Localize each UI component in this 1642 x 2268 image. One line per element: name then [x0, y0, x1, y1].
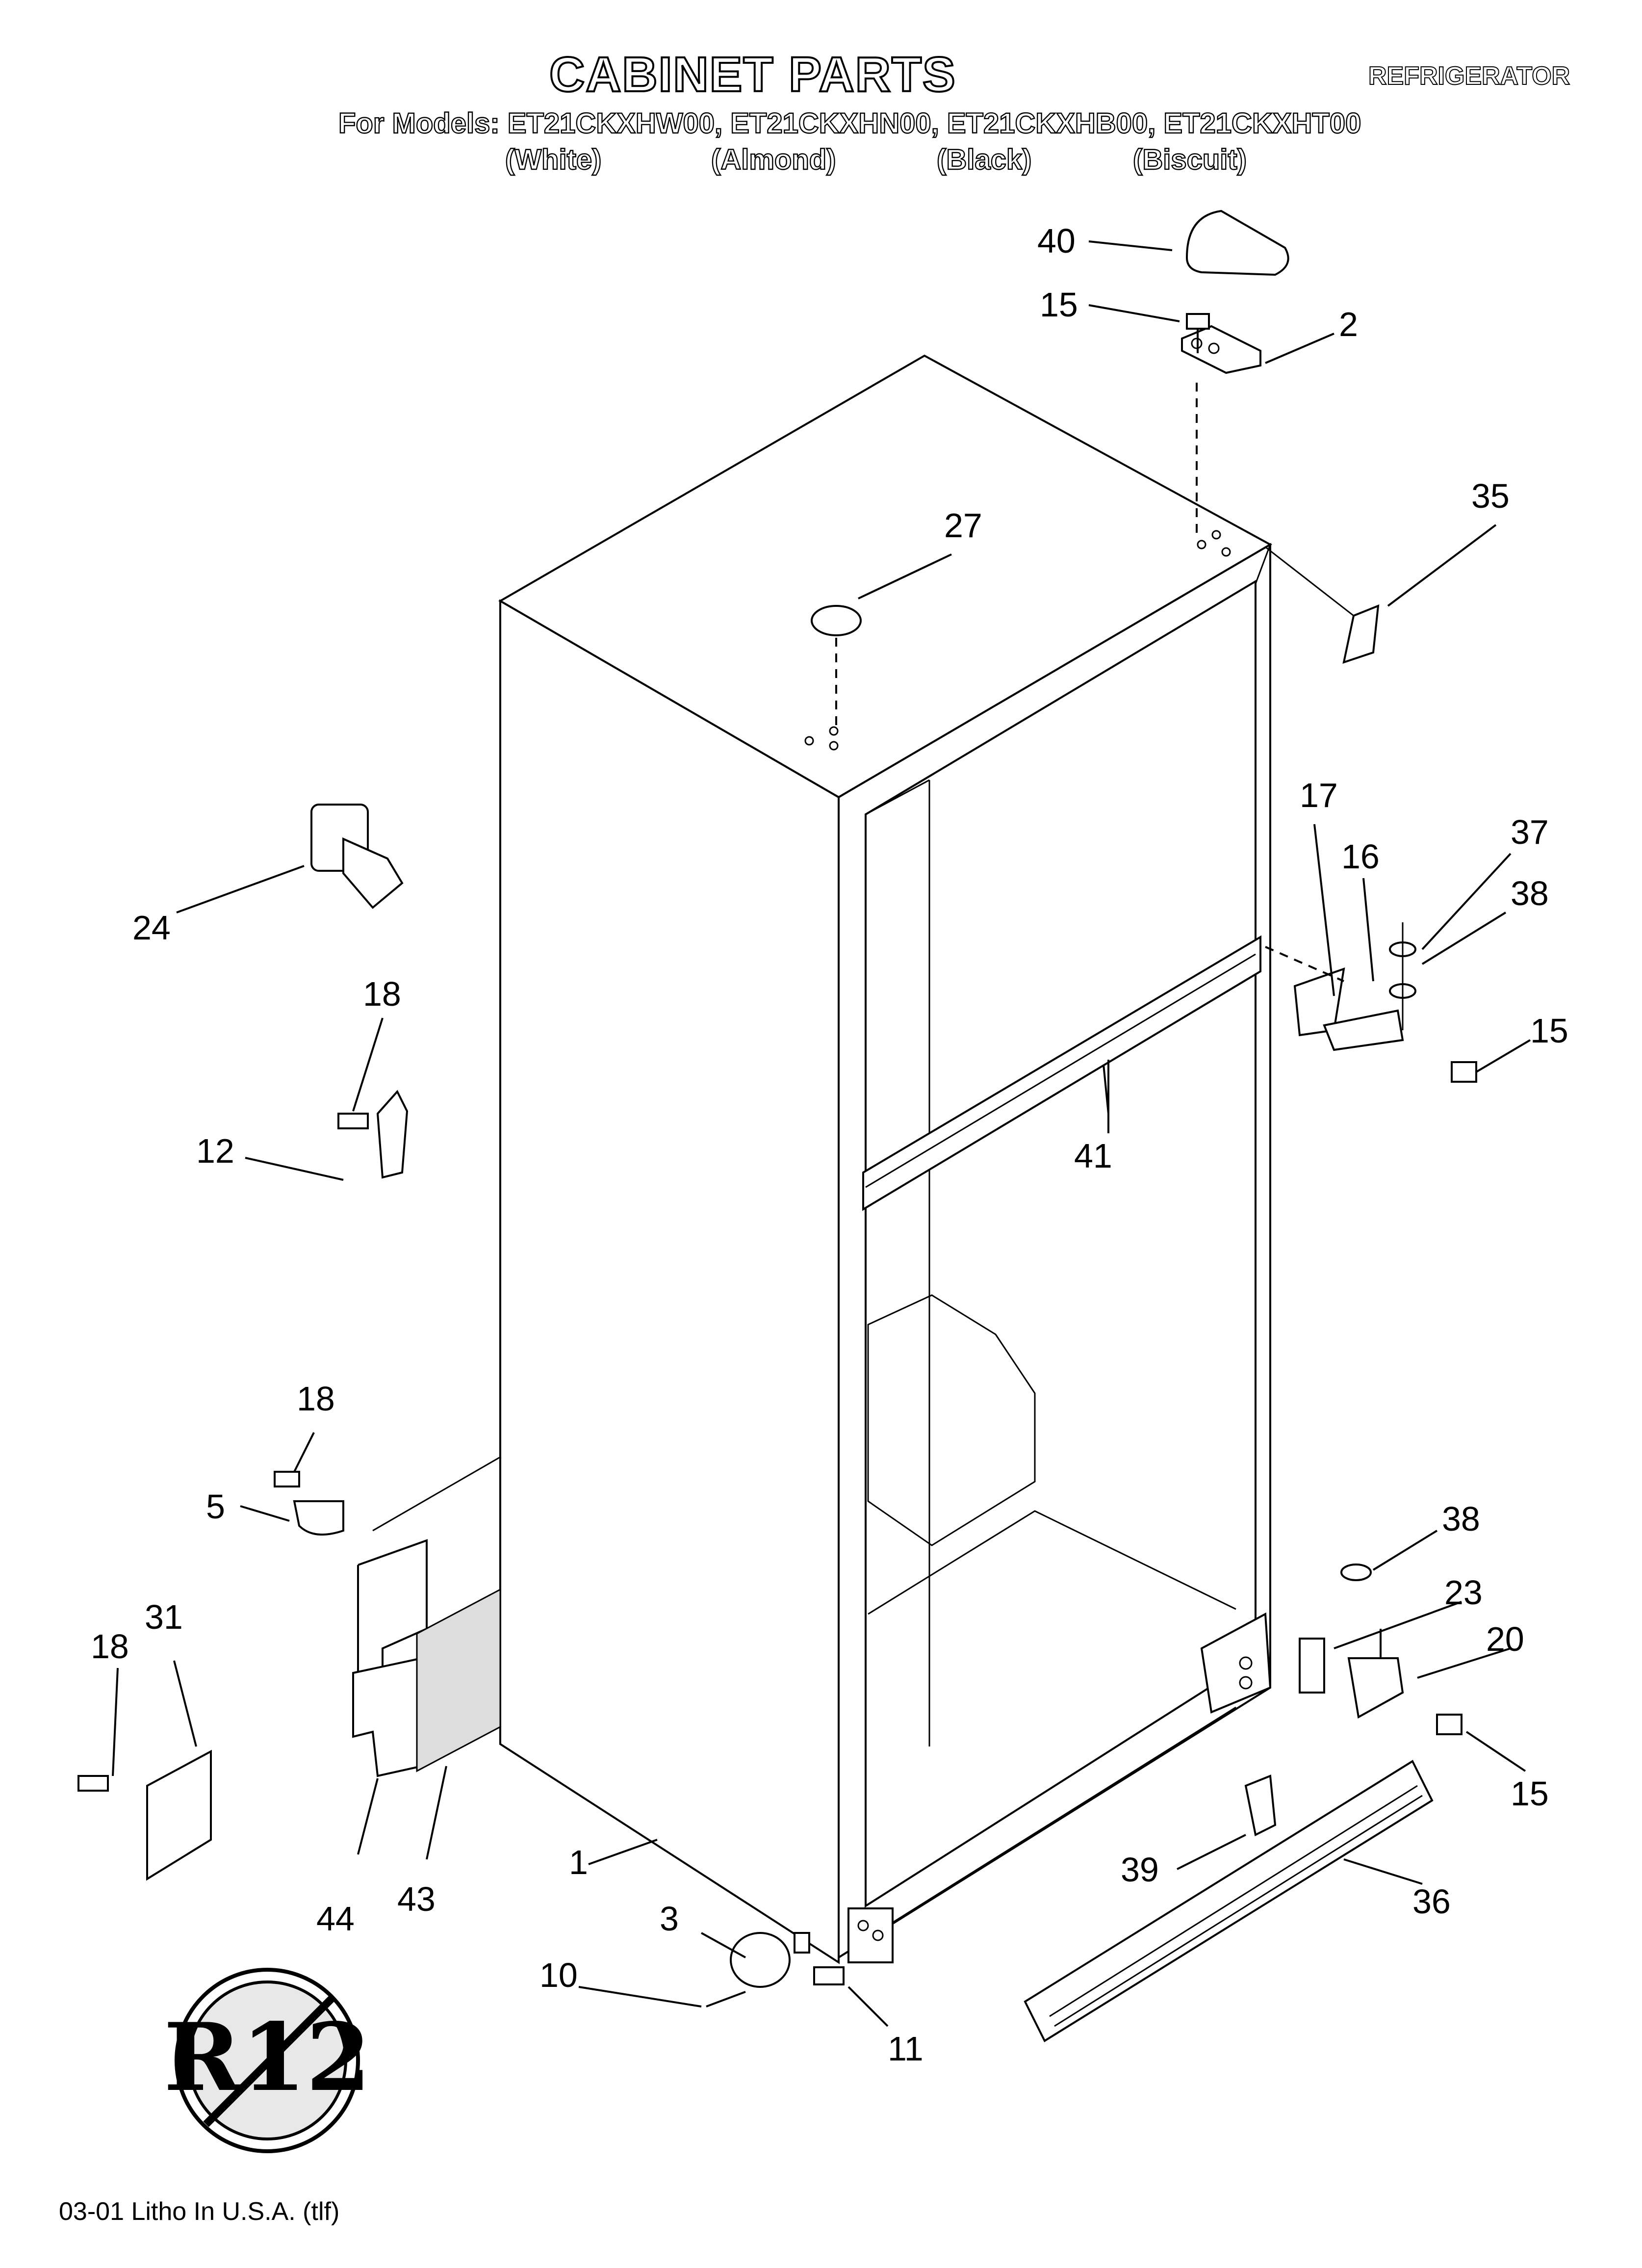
leader-lines — [112, 240, 1531, 2027]
callout-2: 2 — [1339, 305, 1358, 343]
callout-18-upper: 18 — [363, 975, 401, 1013]
callout-12: 12 — [196, 1132, 234, 1170]
bracket-44 — [352, 1539, 428, 1777]
callout-40: 40 — [1037, 222, 1076, 260]
callout-43: 43 — [397, 1880, 436, 1918]
callout-18-mid: 18 — [297, 1380, 335, 1418]
callout-38-top: 38 — [1511, 874, 1549, 912]
category-label: REFRIGERATOR — [1368, 61, 1570, 91]
tubing-clamp — [274, 1456, 501, 1536]
callout-labels: 40 15 2 27 35 17 16 37 38 15 41 24 18 12… — [91, 222, 1568, 2068]
color-biscuit: (Biscuit) — [1132, 143, 1247, 176]
toe-grille — [1024, 1760, 1434, 2042]
color-almond: (Almond) — [711, 143, 837, 176]
cabinet-shell — [498, 354, 1273, 1964]
color-white: (White) — [505, 143, 602, 176]
callout-38-bottom: 38 — [1442, 1500, 1480, 1538]
callout-1: 1 — [569, 1843, 588, 1881]
screw-11 — [813, 1966, 845, 1985]
callout-15-bottom: 15 — [1511, 1774, 1549, 1813]
models-line: For Models: ET21CKXHW00, ET21CKXHN00, ET… — [338, 107, 1362, 140]
callout-10: 10 — [539, 1956, 578, 1994]
emblem-text: R12 — [164, 2003, 371, 2112]
callout-31: 31 — [145, 1598, 183, 1636]
callout-39: 39 — [1121, 1851, 1159, 1889]
hole-plug — [811, 605, 862, 726]
callout-44: 44 — [316, 1900, 355, 1938]
callout-18-lower: 18 — [91, 1627, 129, 1666]
page-title: CABINET PARTS — [548, 46, 956, 103]
callout-36: 36 — [1412, 1882, 1451, 1921]
callout-37: 37 — [1511, 813, 1549, 851]
callout-15-mid: 15 — [1530, 1012, 1568, 1050]
top-hinge — [1181, 325, 1261, 535]
clip-12 — [337, 1090, 409, 1179]
door-stop-3 — [730, 1932, 810, 1988]
callout-11: 11 — [888, 2030, 924, 2068]
grille-clip — [1244, 1774, 1277, 1836]
callout-16: 16 — [1341, 837, 1380, 876]
color-black: (Black) — [936, 143, 1032, 176]
callout-17: 17 — [1300, 776, 1338, 814]
callout-27: 27 — [944, 506, 982, 545]
callout-23: 23 — [1444, 1573, 1483, 1612]
pin-10 — [706, 1991, 746, 2007]
hinge-screw-top — [1186, 313, 1210, 353]
middle-hinge — [1265, 922, 1477, 1083]
access-cover — [77, 1749, 212, 1881]
insulation-patch — [416, 1588, 501, 1773]
hinge-cover — [1185, 209, 1289, 276]
callout-41: 41 — [1074, 1137, 1112, 1175]
callout-3: 3 — [660, 1900, 679, 1938]
callout-35: 35 — [1471, 477, 1510, 515]
callout-5: 5 — [206, 1487, 225, 1526]
callout-20: 20 — [1486, 1620, 1524, 1658]
leveling-leg — [310, 804, 404, 909]
no-r12-emblem: R12 — [164, 1968, 371, 2153]
callout-24: 24 — [132, 909, 171, 947]
bottom-hinge — [1299, 1564, 1462, 1735]
print-footer: 03-01 Litho In U.S.A. (tlf) — [59, 2197, 340, 2226]
callout-15-top: 15 — [1040, 286, 1078, 324]
top-hinge-trim — [1265, 546, 1380, 664]
